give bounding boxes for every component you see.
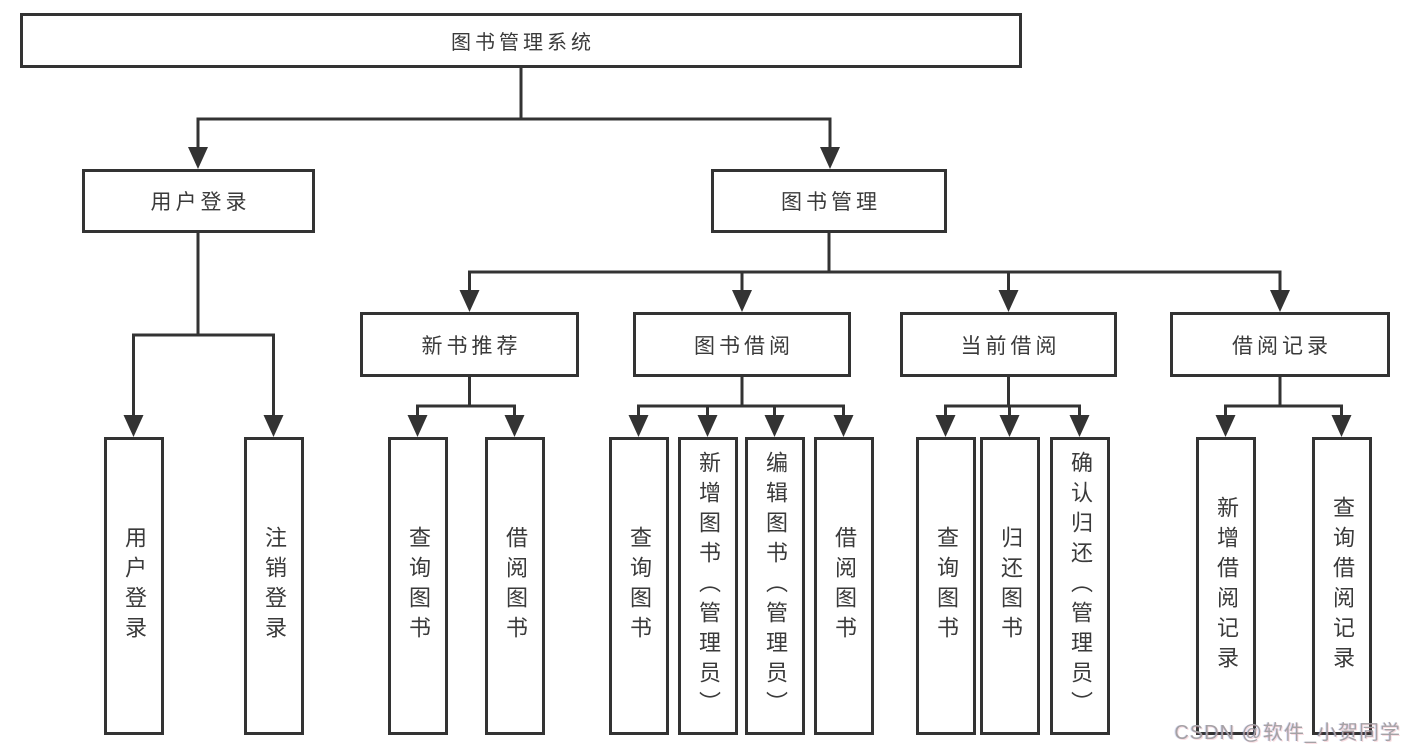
- connector-root-to-level2: [188, 68, 840, 169]
- node-book-management: 图书管理: [711, 169, 947, 233]
- connector-user-login-to-leaves: [123, 233, 284, 437]
- connector-new-book-recommend-to-leaves: [407, 377, 525, 437]
- watermark: CSDN @软件_小贺同学: [1174, 722, 1401, 744]
- node-library-management-system: 图书管理系统: [20, 13, 1022, 68]
- leaf-logout: 注销登录: [244, 437, 304, 735]
- leaf-return-books: 归还图书: [980, 437, 1040, 735]
- node-new-book-recommend: 新书推荐: [360, 312, 579, 377]
- leaf-query-books-recommend: 查询图书: [388, 437, 448, 735]
- connector-book-management-to-level3: [459, 233, 1290, 312]
- leaf-add-books-admin: 新增图书（管理员）: [678, 437, 738, 735]
- node-user-login: 用户登录: [82, 169, 315, 233]
- node-current-borrow: 当前借阅: [900, 312, 1117, 377]
- leaf-query-borrow-record: 查询借阅记录: [1312, 437, 1372, 735]
- leaf-confirm-return-admin: 确认归还（管理员）: [1050, 437, 1110, 735]
- connector-book-borrow-to-leaves: [628, 377, 854, 437]
- connector-current-borrow-to-leaves: [935, 377, 1090, 437]
- leaf-user-login: 用户登录: [104, 437, 164, 735]
- leaf-add-borrow-record: 新增借阅记录: [1196, 437, 1256, 735]
- leaf-borrow-books-recommend: 借阅图书: [485, 437, 545, 735]
- leaf-query-books-current: 查询图书: [916, 437, 976, 735]
- leaf-borrow-books: 借阅图书: [814, 437, 874, 735]
- connector-borrow-records-to-leaves: [1215, 377, 1352, 437]
- node-borrow-records: 借阅记录: [1170, 312, 1390, 377]
- leaf-edit-books-admin: 编辑图书（管理员）: [745, 437, 805, 735]
- leaf-query-books-borrow: 查询图书: [609, 437, 669, 735]
- node-book-borrow: 图书借阅: [633, 312, 851, 377]
